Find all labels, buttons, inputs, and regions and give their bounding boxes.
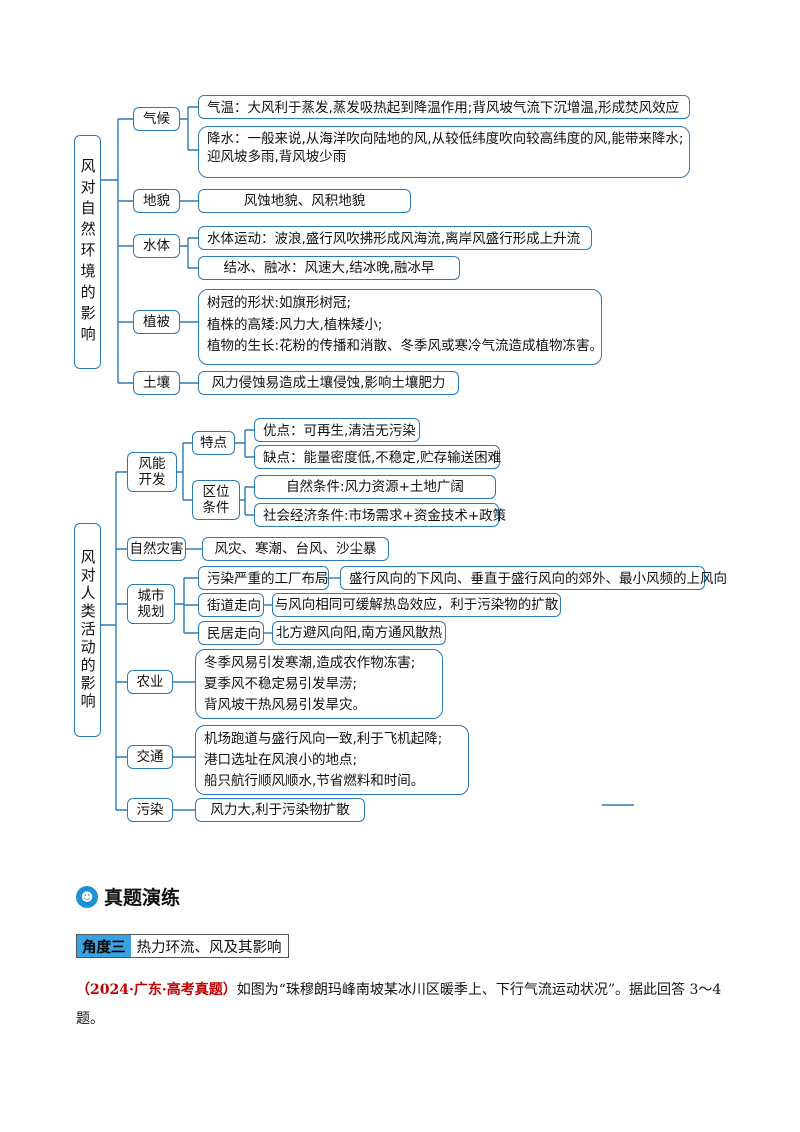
climate-precipitation-node: 降水：一般来说,从海洋吹向陆地的风,从较低纬度吹向较高纬度的风,能带来降水; 迎… <box>198 126 690 178</box>
factory-layout-detail: 盛行风向的下风向、垂直于盛行风向的郊外、最小风频的上风向 <box>349 571 727 587</box>
wind-advantage-node: 优点：可再生,清洁无污染 <box>254 418 420 442</box>
wind-disadvantage-text: 缺点：能量密度低,不稳定,贮存输送困难 <box>263 450 502 466</box>
branch-climate: 气候 <box>133 107 180 131</box>
vegetation-node: 树冠的形状:如旗形树冠; 植株的高矮:风力大,植株矮小; 植物的生长:花粉的传播… <box>198 289 604 365</box>
water-ice-text: 结冰、融冰：风速大,结冰晚,融冰早 <box>223 259 435 276</box>
disaster-text: 风灾、寒潮、台风、沙尘暴 <box>214 540 377 557</box>
agriculture-line-2: 夏季风不稳定易引发旱涝; <box>204 675 358 692</box>
agriculture-line-1: 冬季风易引发寒潮,造成农作物冻害; <box>204 655 416 671</box>
branch-urban-planning: 城市规划 <box>127 584 175 624</box>
socioeconomic-conditions-node: 社会经济条件:市场需求+资金技术+政策 <box>254 503 507 527</box>
branch-landform: 地貌 <box>133 189 180 213</box>
agriculture-line-3: 背风坡干热风易引发旱灾。 <box>204 696 366 713</box>
wind-energy-features: 特点 <box>192 431 235 455</box>
soil-node: 风力侵蚀易造成土壤侵蚀,影响土壤肥力 <box>198 371 459 395</box>
wind-advantage-text: 优点：可再生,清洁无污染 <box>263 423 416 439</box>
natural-conditions-node: 自然条件:风力资源+土地广阔 <box>254 475 496 499</box>
question-text: （2024·广东·高考真题）如图为“珠穆朗玛峰南坡某冰川区暖季上、下行气流运动状… <box>76 976 726 1035</box>
natural-conditions-text: 自然条件:风力资源+土地广阔 <box>286 478 464 495</box>
question-body: 如图为“珠穆朗玛峰南坡某冰川区暖季上、下行气流运动状况”。据此回答 3～4 题。 <box>76 982 722 1028</box>
vegetation-line-1: 树冠的形状:如旗形树冠; <box>207 295 352 311</box>
angle-heading: 角度三 热力环流、风及其影响 <box>76 934 289 958</box>
factory-layout-label: 污染严重的工厂布局 <box>198 566 329 590</box>
vegetation-line-3: 植物的生长:花粉的传播和消散、冬季风或寒冷气流造成植物冻害。 <box>207 338 604 355</box>
pollution-node: 风力大,利于污染物扩散 <box>195 798 365 822</box>
branch-wind-energy: 风能开发 <box>127 452 177 492</box>
street-direction-detail: 与风向相同可缓解热岛效应，利于污染物的扩散 <box>274 596 559 613</box>
section-title-text: 真题演练 <box>104 887 181 909</box>
disaster-node: 风灾、寒潮、台风、沙尘暴 <box>202 537 389 561</box>
people-icon: ☻ <box>76 885 98 908</box>
branch-water: 水体 <box>133 234 180 258</box>
socioeconomic-conditions-text: 社会经济条件:市场需求+资金技术+政策 <box>263 508 507 524</box>
street-direction-label: 街道走向 <box>198 593 264 617</box>
transport-line-3: 船只航行顺风顺水,节省燃料和时间。 <box>204 772 425 789</box>
transport-line-1: 机场跑道与盛行风向一致,利于飞机起降; <box>204 731 443 747</box>
question-source: （2024·广东·高考真题） <box>76 982 237 998</box>
angle-title: 热力环流、风及其影响 <box>136 939 282 956</box>
residence-direction-label: 民居走向 <box>198 621 264 645</box>
branch-transport: 交通 <box>127 745 173 769</box>
water-movement-node: 水体运动：波浪,盛行风吹拂形成风海流,离岸风盛行形成上升流 <box>198 226 592 250</box>
factory-layout-text: 污染严重的工厂布局 <box>207 571 329 587</box>
section-heading: ☻ 真题演练 <box>76 883 180 910</box>
branch-soil: 土壤 <box>133 371 180 395</box>
mind-map-root-human: 风对人类活动的影响 <box>74 523 101 737</box>
climate-precipitation-line-2: 迎风坡多雨,背风坡少雨 <box>207 149 347 166</box>
street-direction-node: 与风向相同可缓解热岛效应，利于污染物的扩散 <box>272 593 561 617</box>
angle-tag: 角度三 <box>77 935 131 957</box>
branch-natural-disaster: 自然灾害 <box>127 537 186 561</box>
factory-layout-node: 盛行风向的下风向、垂直于盛行风向的郊外、最小风频的上风向 <box>340 566 727 590</box>
branch-agriculture: 农业 <box>127 670 173 694</box>
residence-direction-text: 民居走向 <box>207 626 261 642</box>
water-ice-node: 结冰、融冰：风速大,结冰晚,融冰早 <box>198 256 460 280</box>
residence-direction-node: 北方避风向阳,南方通风散热 <box>272 621 446 645</box>
pollution-text: 风力大,利于污染物扩散 <box>210 801 350 818</box>
transport-node: 机场跑道与盛行风向一致,利于飞机起降; 港口选址在风浪小的地点; 船只航行顺风顺… <box>195 725 469 795</box>
wind-energy-location: 区位条件 <box>192 480 240 520</box>
climate-precipitation-line-1: 降水：一般来说,从海洋吹向陆地的风,从较低纬度吹向较高纬度的风,能带来降水; <box>207 131 684 147</box>
climate-temperature-node: 气温：大风利于蒸发,蒸发吸热起到降温作用;背风坡气流下沉增温,形成焚风效应 <box>198 95 690 119</box>
branch-pollution: 污染 <box>127 798 173 822</box>
landform-node: 风蚀地貌、风积地貌 <box>198 189 411 213</box>
street-direction-text: 街道走向 <box>207 598 261 614</box>
mind-map-root-nature: 风对自然环境的影响 <box>74 135 101 369</box>
wind-disadvantage-node: 缺点：能量密度低,不稳定,贮存输送困难 <box>254 445 502 469</box>
vegetation-line-2: 植株的高矮:风力大,植株矮小; <box>207 316 383 333</box>
climate-temperature-text: 气温：大风利于蒸发,蒸发吸热起到降温作用;背风坡气流下沉增温,形成焚风效应 <box>207 100 680 116</box>
agriculture-node: 冬季风易引发寒潮,造成农作物冻害; 夏季风不稳定易引发旱涝; 背风坡干热风易引发… <box>195 649 443 719</box>
branch-vegetation: 植被 <box>133 310 180 334</box>
landform-text: 风蚀地貌、风积地貌 <box>243 192 366 209</box>
transport-line-2: 港口选址在风浪小的地点; <box>204 751 358 768</box>
residence-direction-detail: 北方避风向阳,南方通风散热 <box>275 624 443 641</box>
water-movement-text: 水体运动：波浪,盛行风吹拂形成风海流,离岸风盛行形成上升流 <box>207 231 581 247</box>
soil-text: 风力侵蚀易造成土壤侵蚀,影响土壤肥力 <box>211 374 446 391</box>
